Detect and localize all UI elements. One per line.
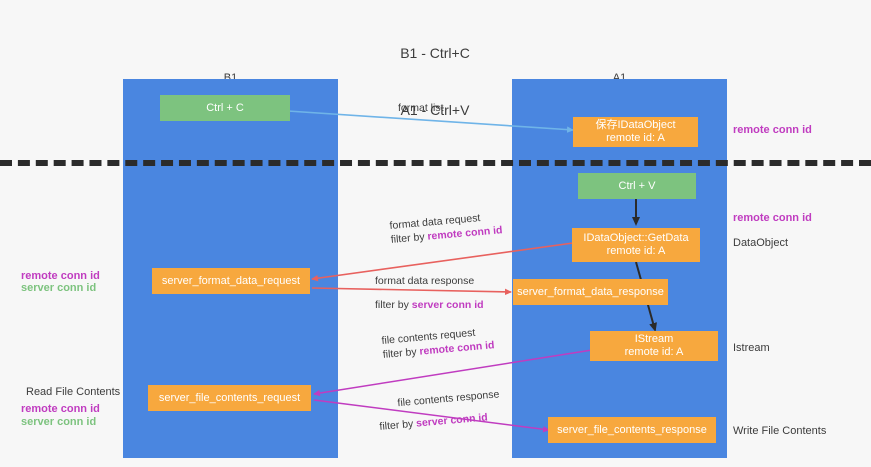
node-server-file-contents-request[interactable]: server_file_contents_request: [148, 385, 311, 411]
annotation-right-write-file-contents: Write File Contents: [733, 425, 827, 437]
edge-label-fmt-res-filter-key: server conn id: [411, 299, 484, 311]
annotation-left-read-file-contents: Read File Contents: [26, 386, 121, 398]
annotation-left-server-conn-id-1: server conn id: [21, 282, 97, 294]
node-getdata-line-2: remote id: A: [606, 245, 666, 257]
node-server-file-contents-response-label: server_file_contents_response: [557, 423, 707, 436]
edge-label-format-data-response-line-2: filter by server conn id: [375, 298, 484, 312]
node-getdata-line-1: IDataObject::GetData: [583, 232, 689, 244]
edge-label-file-contents-response-line-2: filter by server conn id: [379, 409, 502, 434]
edge-label-fmt-res-filter-prefix: filter by: [375, 299, 412, 311]
edge-label-format-data-response-line-1: format data response: [375, 275, 475, 287]
node-idataobject-store-line-2: remote id: A: [606, 132, 665, 144]
node-idataobject-store-line-1: 保存IDataObject: [595, 119, 676, 131]
edge-label-file-contents-request: file contents request filter by remote c…: [381, 324, 495, 362]
node-ctrl-c-line-1: Ctrl + C: [206, 101, 244, 114]
phase-divider: [0, 160, 871, 166]
edge-label-file-contents-response: file contents response filter by server …: [377, 387, 502, 434]
node-idataobject-store[interactable]: 保存IDataObject remote id: A: [573, 117, 698, 147]
page-title: B1 - Ctrl+C A1 - Ctrl+V: [345, 6, 525, 158]
node-ctrl-v-line-1: Ctrl + V: [618, 179, 656, 192]
page-title-line-1: B1 - Ctrl+C: [400, 45, 470, 61]
node-ctrl-c[interactable]: Ctrl + C: [160, 95, 290, 121]
annotation-right-remote-conn-id-top: remote conn id: [733, 124, 812, 136]
node-ctrl-v[interactable]: Ctrl + V: [578, 173, 696, 199]
edge-label-format-data-response: format data response filter by server co…: [375, 274, 484, 312]
node-getdata[interactable]: IDataObject::GetData remote id: A: [572, 228, 700, 262]
annotation-right-dataobject: DataObject: [733, 237, 789, 249]
node-server-file-contents-request-label: server_file_contents_request: [158, 391, 301, 404]
annotation-left-remote-conn-id-2: remote conn id: [21, 403, 100, 415]
edge-label-file-contents-response-line-1: file contents response: [397, 388, 500, 410]
node-server-format-data-response-label: server_format_data_response: [517, 285, 664, 298]
node-istream-line-1: IStream: [634, 333, 674, 345]
edge-label-format-list: format list: [398, 101, 444, 115]
annotation-right-remote-conn-id-mid: remote conn id: [733, 212, 812, 224]
node-istream[interactable]: IStream remote id: A: [590, 331, 718, 361]
edge-label-fmt-req-filter-prefix: filter by: [390, 230, 428, 246]
node-server-format-data-request[interactable]: server_format_data_request: [152, 268, 310, 294]
edge-label-format-list-text: format list: [398, 102, 444, 114]
node-server-format-data-response[interactable]: server_format_data_response: [513, 279, 668, 305]
annotation-left-remote-conn-id-1: remote conn id: [21, 270, 100, 282]
edge-label-file-req-filter-prefix: filter by: [382, 345, 420, 361]
annotation-left-server-conn-id-2: server conn id: [21, 416, 97, 428]
edge-label-file-res-filter-prefix: filter by: [379, 417, 417, 433]
edge-label-file-res-filter-key: server conn id: [415, 411, 489, 430]
annotation-right-istream: Istream: [733, 342, 770, 354]
node-server-file-contents-response[interactable]: server_file_contents_response: [548, 417, 716, 443]
node-istream-line-2: remote id: A: [624, 346, 684, 358]
edge-label-format-data-request: format data request filter by remote con…: [389, 209, 503, 247]
node-server-format-data-request-label: server_format_data_request: [161, 274, 301, 287]
